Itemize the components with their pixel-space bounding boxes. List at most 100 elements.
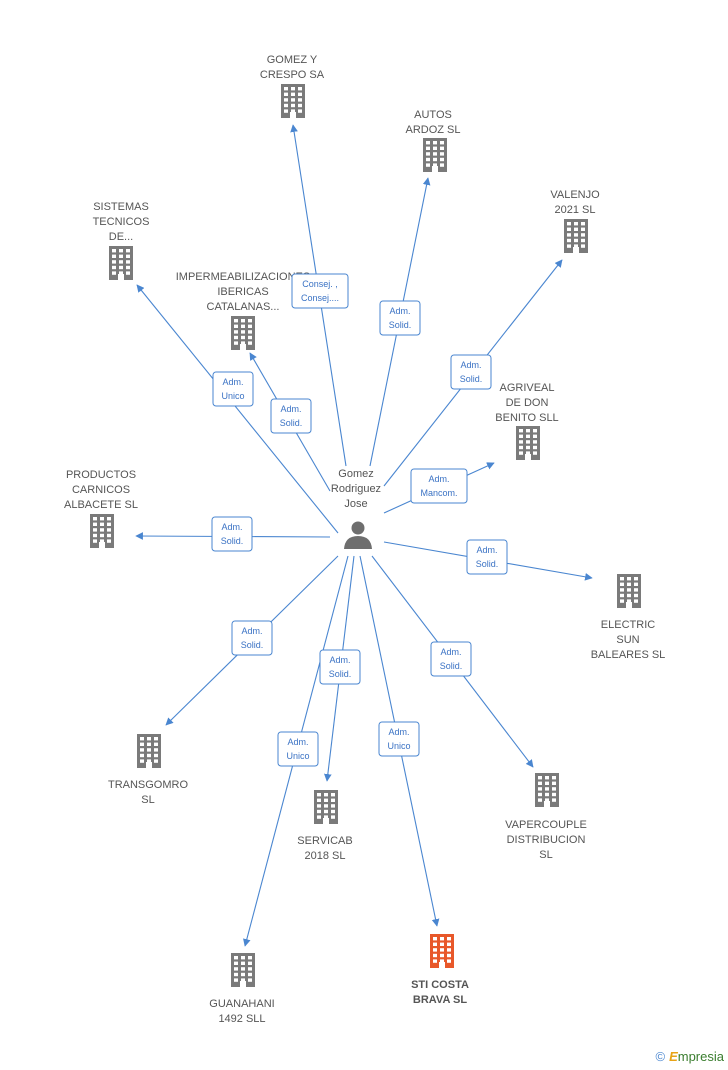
role-label-sistemas-tecnicos[interactable]: Adm.Unico — [212, 371, 254, 407]
role-label-box — [378, 721, 420, 757]
building-icon — [423, 138, 447, 172]
role-label-box — [430, 641, 472, 677]
role-label-text: Solid. — [440, 661, 463, 671]
role-label-text: Mancom. — [420, 488, 457, 498]
role-label-text: Consej. , — [302, 279, 338, 289]
role-label-box — [379, 300, 421, 336]
role-label-transgomro[interactable]: Adm.Solid. — [231, 620, 273, 656]
company-node-sti-costa-brava[interactable]: STI COSTA BRAVA SL — [411, 934, 469, 1006]
company-name-line: SERVICAB — [297, 835, 352, 847]
role-label-text: Adm. — [287, 737, 308, 747]
company-name-line: VAPERCOUPLE — [505, 819, 587, 831]
role-label-text: Adm. — [329, 655, 350, 665]
company-name-line: VALENJO — [550, 189, 600, 201]
role-label-valenjo[interactable]: Adm.Solid. — [450, 354, 492, 390]
building-icon — [281, 84, 305, 118]
building-icon — [231, 316, 255, 350]
company-name-line: BRAVA SL — [413, 994, 467, 1006]
company-name-line: AUTOS — [414, 109, 452, 121]
brand-initial: E — [669, 1049, 678, 1064]
role-label-text: Solid. — [280, 418, 303, 428]
company-name-line: TECNICOS — [93, 216, 150, 228]
company-name-line: DE DON — [506, 397, 549, 409]
role-label-text: Adm. — [221, 522, 242, 532]
role-label-text: Adm. — [388, 727, 409, 737]
building-icon — [535, 773, 559, 807]
company-node-productos-carnicos[interactable]: PRODUCTOS CARNICOS ALBACETE SL — [64, 469, 138, 548]
role-label-text: Solid. — [389, 320, 412, 330]
building-icon — [137, 734, 161, 768]
role-label-productos-carnicos[interactable]: Adm. Solid. — [211, 516, 253, 552]
copyright-symbol: © — [655, 1049, 666, 1064]
company-name-line: CARNICOS — [72, 484, 130, 496]
role-label-box — [211, 516, 253, 552]
building-icon — [564, 219, 588, 253]
role-label-box — [466, 539, 508, 575]
company-name-line: BENITO SLL — [495, 412, 558, 424]
role-label-servicab[interactable]: Adm. Solid. — [319, 649, 361, 685]
role-label-text: Solid. — [476, 559, 499, 569]
role-label-vapercouple[interactable]: Adm. Solid. — [430, 641, 472, 677]
company-node-autos-ardoz[interactable]: AUTOS ARDOZ SL — [405, 109, 461, 172]
company-node-vapercouple[interactable]: VAPERCOUPLE DISTRIBUCION SL — [505, 773, 587, 861]
role-label-box — [450, 354, 492, 390]
person-icon — [344, 521, 372, 549]
company-node-servicab[interactable]: SERVICAB 2018 SL — [297, 790, 353, 862]
role-label-box — [319, 649, 361, 685]
role-label-agriveal[interactable]: Adm. Mancom. — [410, 468, 468, 504]
company-name-line: GUANAHANI — [209, 998, 274, 1010]
company-name-line: SL — [141, 794, 154, 806]
building-icon — [516, 426, 540, 460]
company-name-line: ELECTRIC — [601, 619, 655, 631]
brand-rest: mpresia — [677, 1049, 724, 1064]
role-label-guanahani[interactable]: Adm.Unico — [277, 731, 319, 767]
company-name-line: CRESPO SA — [260, 69, 325, 81]
role-label-box — [291, 273, 349, 309]
company-name-line: IMPERMEABILIZACIONES — [176, 271, 310, 283]
role-label-text: Adm. — [428, 474, 449, 484]
building-icon — [90, 514, 114, 548]
role-label-text: Adm. — [222, 377, 243, 387]
company-name-line: DE... — [109, 231, 133, 243]
role-label-box — [277, 731, 319, 767]
company-node-transgomro[interactable]: TRANSGOMRO SL — [108, 734, 189, 806]
role-label-text: Adm. — [440, 647, 461, 657]
company-name-line: 1492 SLL — [218, 1013, 265, 1025]
role-label-gomez-y-crespo[interactable]: Consej. ,Consej.... — [291, 273, 349, 309]
company-name-line: ALBACETE SL — [64, 499, 138, 511]
role-label-sti-costa-brava[interactable]: Adm. Unico — [378, 721, 420, 757]
company-name-line: DISTRIBUCION — [507, 834, 586, 846]
role-label-text: Adm. — [280, 404, 301, 414]
company-node-impermeabilizaciones[interactable]: IMPERMEABILIZACIONESIBERICASCATALANAS... — [176, 271, 310, 350]
role-label-box — [270, 398, 312, 434]
company-name-line: 2018 SL — [305, 850, 346, 862]
company-name-line: PRODUCTOS — [66, 469, 136, 481]
role-label-impermeabilizaciones[interactable]: Adm. Solid. — [270, 398, 312, 434]
building-icon — [231, 953, 255, 987]
company-name-line: ARDOZ SL — [405, 124, 460, 136]
role-label-text: Solid. — [329, 669, 352, 679]
company-node-sistemas-tecnicos[interactable]: SISTEMAS TECNICOS DE... — [93, 201, 150, 280]
company-name-line: IBERICAS — [217, 286, 268, 298]
role-label-box — [410, 468, 468, 504]
company-name-line: STI COSTA — [411, 979, 469, 991]
role-label-text: Solid. — [221, 536, 244, 546]
role-label-autos-ardoz[interactable]: Adm.Solid. — [379, 300, 421, 336]
company-name-line: BALEARES SL — [591, 649, 666, 661]
company-node-guanahani[interactable]: GUANAHANI 1492 SLL — [209, 953, 275, 1025]
company-name-line: SL — [539, 849, 552, 861]
building-icon — [617, 574, 641, 608]
role-label-electric-sun[interactable]: Adm. Solid. — [466, 539, 508, 575]
role-label-text: Adm. — [476, 545, 497, 555]
company-name-line: TRANSGOMRO — [108, 779, 189, 791]
company-name-line: SISTEMAS — [93, 201, 149, 213]
role-label-text: Unico — [387, 741, 410, 751]
building-icon — [314, 790, 338, 824]
role-label-text: Solid. — [460, 374, 483, 384]
